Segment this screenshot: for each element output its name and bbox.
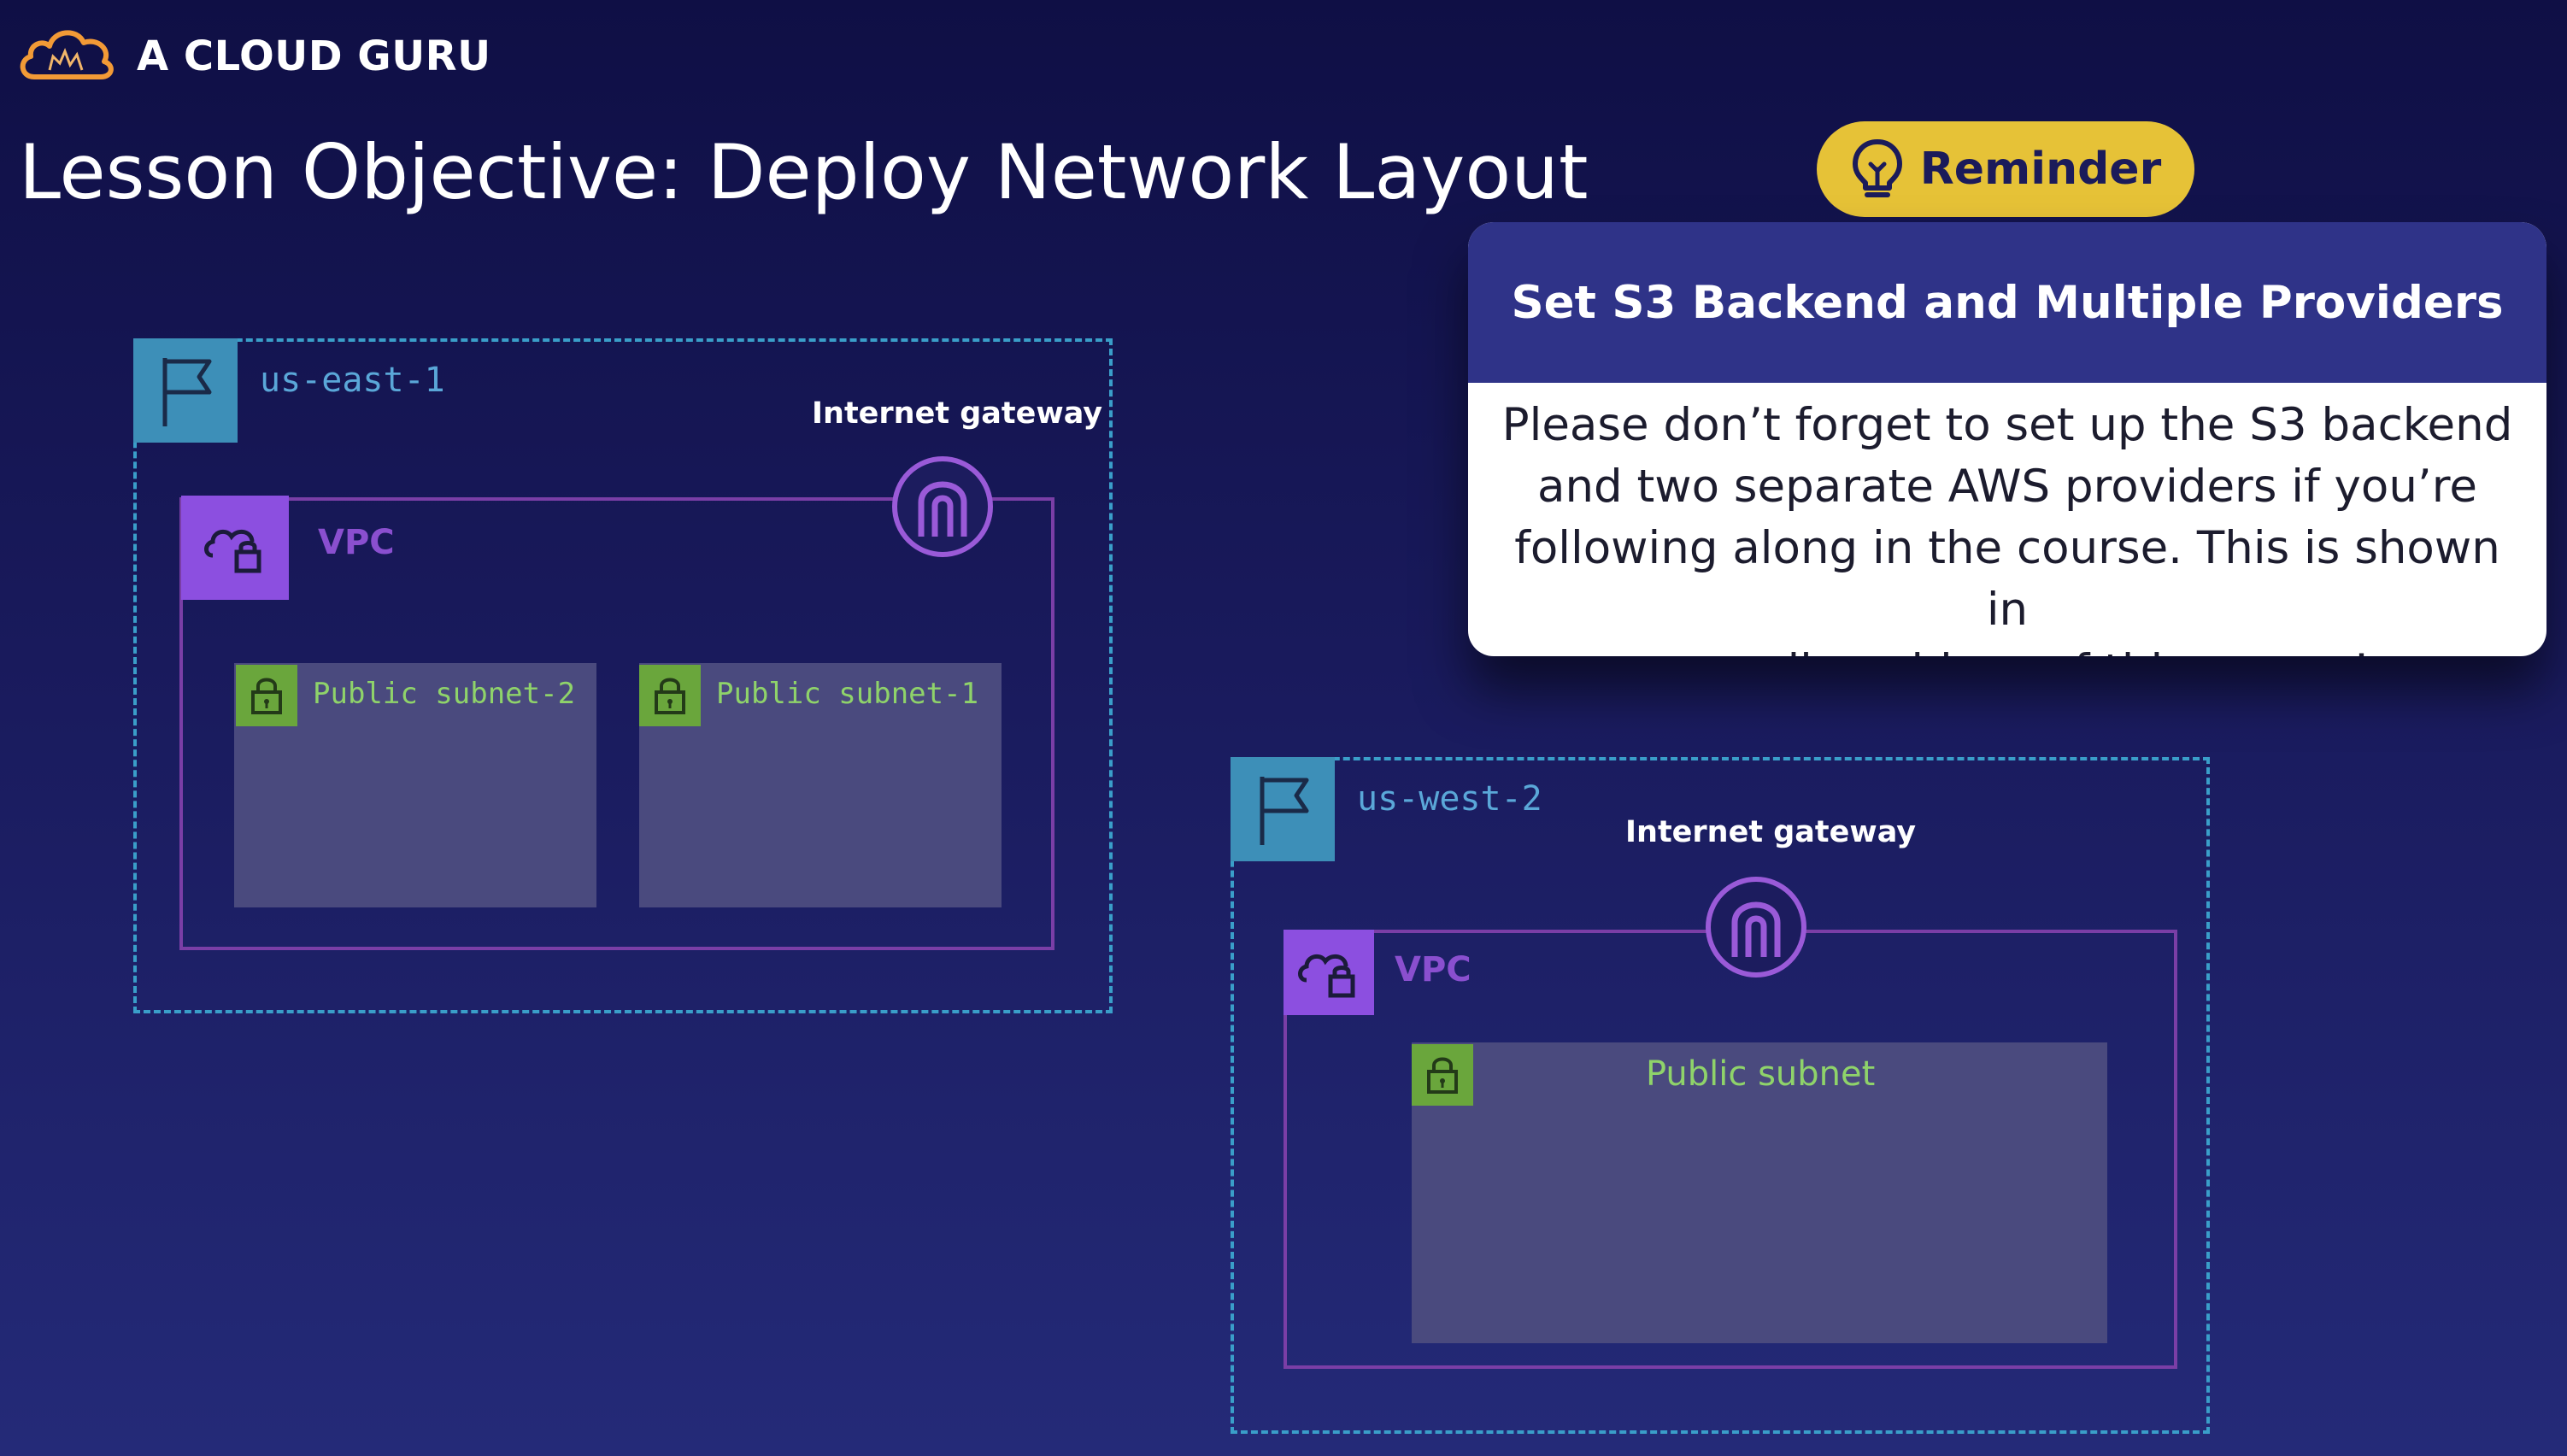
lightbulb-icon <box>1852 139 1902 197</box>
region-us-west-2 <box>1231 757 2210 1434</box>
region-us-east-1 <box>133 338 1113 1013</box>
internet-gateway-label: Internet gateway <box>1625 815 1917 849</box>
page-title: Lesson Objective: Deploy Network Layout <box>19 128 1589 216</box>
subnet-lock-icon <box>1412 1044 1473 1106</box>
internet-gateway-label: Internet gateway <box>812 396 1103 431</box>
region-label: us-west-2 <box>1357 779 1542 819</box>
reminder-line: following along in the course. This is s… <box>1514 522 2500 636</box>
region-flag-icon <box>133 338 238 443</box>
subnet-lock-icon <box>236 665 297 726</box>
vpc-cloud-lock-icon <box>181 496 289 600</box>
reminder-line: Please don’t forget to set up the S3 bac… <box>1501 399 2513 451</box>
reminder-heading: Set S3 Backend and Multiple Providers <box>1468 222 2546 383</box>
cloud-logo-icon <box>15 21 118 85</box>
reminder-card: Set S3 Backend and Multiple Providers Pl… <box>1468 222 2546 656</box>
reminder-badge-label: Reminder <box>1919 144 2162 195</box>
vpc-box <box>179 497 1054 950</box>
reminder-badge: Reminder <box>1817 121 2194 217</box>
internet-gateway-icon <box>890 455 995 559</box>
subnet-label: Public subnet <box>1646 1054 1876 1094</box>
region-label: us-east-1 <box>260 361 445 400</box>
vpc-cloud-lock-icon <box>1284 930 1374 1015</box>
region-flag-icon <box>1231 757 1335 861</box>
internet-gateway-icon <box>1704 875 1808 979</box>
reminder-body: Please don’t forget to set up the S3 bac… <box>1468 383 2546 656</box>
vpc-label: VPC <box>318 523 395 562</box>
reminder-line: preceding videos of this course! <box>1489 641 2526 656</box>
brand-name: A CLOUD GURU <box>137 32 491 80</box>
subnet-label: Public subnet-1 <box>716 677 979 711</box>
subnet-box <box>1412 1042 2107 1343</box>
subnet-label: Public subnet-2 <box>313 677 576 711</box>
vpc-label: VPC <box>1395 950 1471 989</box>
subnet-lock-icon <box>639 665 701 726</box>
reminder-line: and two separate AWS providers if you’re <box>1536 461 2478 513</box>
